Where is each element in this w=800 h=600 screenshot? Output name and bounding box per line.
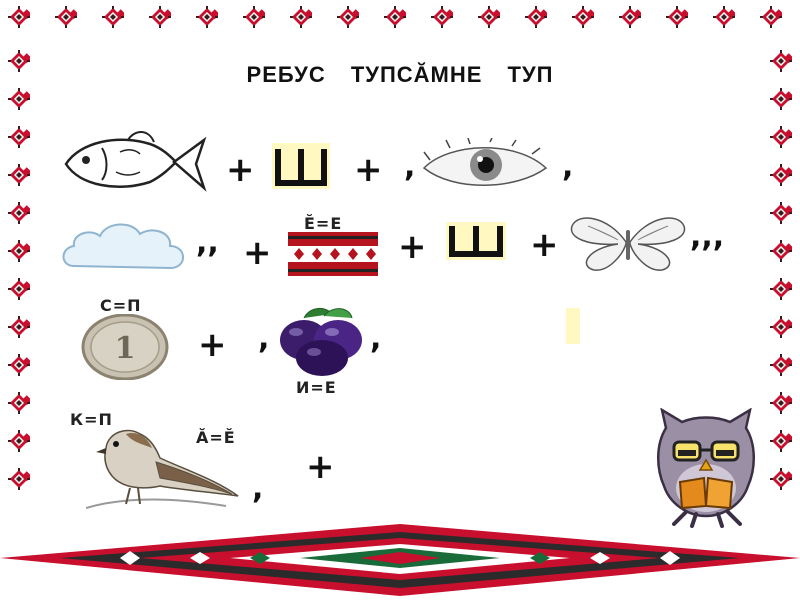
ornament-icon xyxy=(572,6,594,28)
letter-sha-icon xyxy=(449,226,503,257)
letter-box-partial xyxy=(566,308,580,344)
ornament-icon xyxy=(384,6,406,28)
ornament-band xyxy=(0,524,800,596)
ornament-icon xyxy=(8,240,30,262)
ornament-icon xyxy=(8,354,30,376)
ornament-icon xyxy=(149,6,171,28)
ornament-icon xyxy=(770,202,792,224)
comma-mark: , xyxy=(370,321,382,356)
ornament-icon xyxy=(8,164,30,186)
plus-sign: + xyxy=(198,325,227,365)
plus-sign: + xyxy=(398,227,427,267)
comma-mark: , xyxy=(562,149,574,184)
ornament-icon xyxy=(770,278,792,300)
ornament-icon xyxy=(760,6,782,28)
plus-sign: + xyxy=(243,233,272,273)
comma-mark: ,,, xyxy=(690,219,725,254)
ornament-icon xyxy=(8,468,30,490)
ornament-icon xyxy=(770,468,792,490)
comma-mark: , xyxy=(258,321,270,356)
plus-sign: + xyxy=(226,150,255,190)
ornament-icon xyxy=(8,278,30,300)
letter-box xyxy=(272,143,330,189)
ornament-icon xyxy=(102,6,124,28)
ornament-icon xyxy=(8,126,30,148)
letter-box xyxy=(446,222,506,260)
ornament-icon xyxy=(196,6,218,28)
coin-value: 1 xyxy=(115,331,136,366)
ornament-icon xyxy=(770,316,792,338)
fish-icon xyxy=(64,131,207,192)
ornament-icon xyxy=(770,164,792,186)
coin-icon: 1 xyxy=(81,314,169,380)
comma-mark: , xyxy=(404,149,416,184)
ornament-icon xyxy=(770,392,792,414)
sparrow-icon xyxy=(86,429,239,509)
ornament-icon xyxy=(8,430,30,452)
ornament-icon xyxy=(770,354,792,376)
eye-icon xyxy=(422,138,548,186)
plus-sign: + xyxy=(354,150,383,190)
ornament-icon xyxy=(8,6,30,28)
ornament-icon xyxy=(8,202,30,224)
ornament-icon xyxy=(770,126,792,148)
ornament-icon xyxy=(770,88,792,110)
letter-sha-icon xyxy=(275,149,327,186)
plus-sign: + xyxy=(306,447,335,487)
ornament-icon xyxy=(666,6,688,28)
ornament-icon xyxy=(55,6,77,28)
plums-icon xyxy=(280,308,362,376)
ornament-icon xyxy=(337,6,359,28)
letter-hint: С=П xyxy=(100,296,142,315)
ornament-icon xyxy=(770,430,792,452)
ornament-icon xyxy=(525,6,547,28)
page-title: РЕБУС ТУПСĂМНЕ ТУП xyxy=(246,62,554,87)
letter-hint: К=П xyxy=(70,410,113,429)
butterfly-icon xyxy=(570,217,686,271)
cloud-icon xyxy=(62,223,184,270)
ornament-icon xyxy=(8,88,30,110)
comma-mark: ,, xyxy=(196,225,219,260)
ornament-icon xyxy=(431,6,453,28)
comma-mark: , xyxy=(252,471,264,506)
letter-hint: Ă=Ĕ xyxy=(196,428,236,447)
owl-icon xyxy=(657,408,755,528)
ornament-icon xyxy=(290,6,312,28)
ornament-icon xyxy=(8,316,30,338)
ornament-icon xyxy=(770,240,792,262)
ornament-icon xyxy=(478,6,500,28)
ornament-icon xyxy=(619,6,641,28)
plus-sign: + xyxy=(530,225,559,265)
letter-hint: Ĕ=Е xyxy=(304,214,343,233)
towel-icon xyxy=(288,232,378,276)
ornament-icon xyxy=(8,392,30,414)
ornament-icon xyxy=(713,6,735,28)
ornament-icon xyxy=(243,6,265,28)
letter-hint: И=Е xyxy=(296,378,337,397)
